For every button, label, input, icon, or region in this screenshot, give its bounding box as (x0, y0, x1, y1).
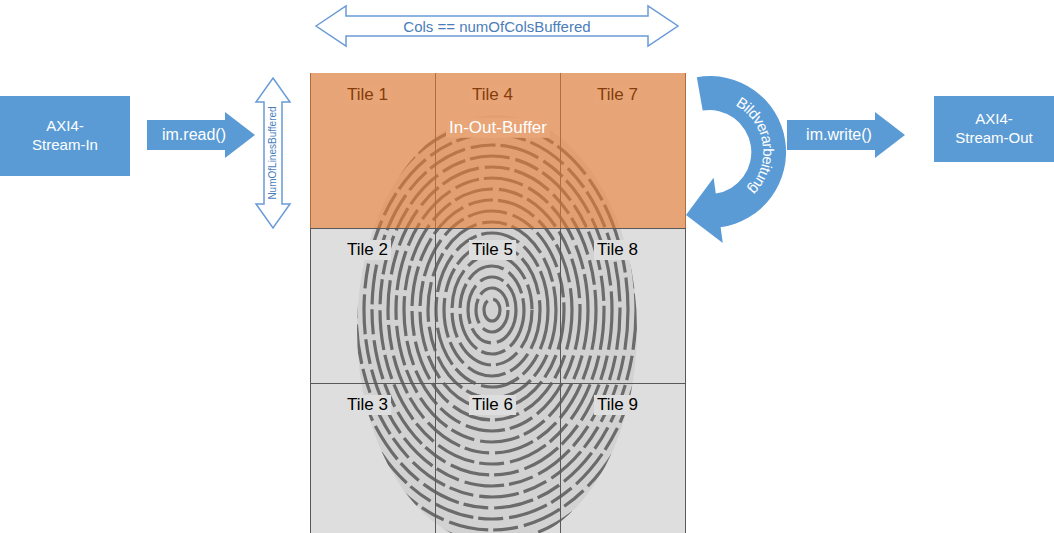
arrow-shape (147, 112, 255, 158)
node-label: Tile 5 (469, 240, 516, 260)
ridge (428, 222, 556, 398)
ridge (460, 266, 524, 354)
tile-cell: Tile 8 (560, 228, 685, 383)
stream-box: AXI4- Stream-Out (934, 96, 1054, 162)
double-arrow-shape (316, 6, 678, 46)
grid-line (310, 383, 686, 384)
grid-line (310, 228, 686, 229)
node-label: Bildverarbeitung (734, 93, 778, 199)
node-label: Tile 2 (344, 240, 391, 260)
node-label: Tile 9 (594, 395, 641, 415)
node-label: Tile 8 (594, 240, 641, 260)
curved-arrow-shape (686, 76, 786, 243)
double-arrow-shape (256, 78, 290, 228)
tile-cell: Tile 5 (435, 228, 560, 383)
read-arrow: im.read() (147, 112, 255, 158)
ridge (484, 299, 500, 321)
tile-cell: Tile 9 (560, 383, 685, 533)
node-label: Cols == numOfColsBuffered (403, 19, 590, 34)
processing-arrow: Bildverarbeitung (678, 68, 792, 250)
tile-cell: Tile 6 (435, 383, 560, 533)
tile-grid (310, 73, 686, 533)
node-label: Tile 4 (469, 85, 516, 105)
ridge (476, 288, 508, 332)
node-label: AXI4- Stream-In (21, 117, 109, 155)
tile-cell: Tile 2 (310, 228, 435, 383)
node-label: NumOfLinesBuffered (268, 106, 278, 199)
write-arrow: im.write() (787, 112, 905, 158)
node-label: Tile 6 (469, 395, 516, 415)
arrow-shape (787, 112, 905, 158)
node-label: Tile 3 (344, 395, 391, 415)
stream-box: AXI4- Stream-In (0, 96, 130, 176)
node-label: im.read() (162, 126, 226, 144)
buffer-band: Tile 1 Tile 4 Tile 7 In-Out-Buffer (310, 73, 686, 228)
ridge (468, 277, 516, 343)
node-shape: Bildverarbeitung (678, 68, 792, 250)
tile-cell: Tile 4 (435, 73, 560, 228)
cols-arrow: Cols == numOfColsBuffered (316, 6, 678, 46)
lines-arrow: NumOfLinesBuffered (256, 78, 290, 228)
ridge (452, 255, 532, 365)
node-label: Tile 1 (344, 85, 391, 105)
node-label: Tile 7 (594, 85, 641, 105)
ridge (436, 233, 548, 387)
node-label: AXI4- Stream-Out (950, 110, 1038, 148)
node-label: im.write() (806, 126, 872, 144)
tile-cell: Tile 3 (310, 383, 435, 533)
tile-cell: Tile 7 (560, 73, 685, 228)
ridge (420, 211, 564, 409)
ridge (444, 244, 540, 376)
processing-arrow-group: Bildverarbeitung (686, 76, 786, 243)
node-label: In-Out-Buffer (446, 118, 550, 138)
tile-cell: Tile 1 (310, 73, 435, 228)
